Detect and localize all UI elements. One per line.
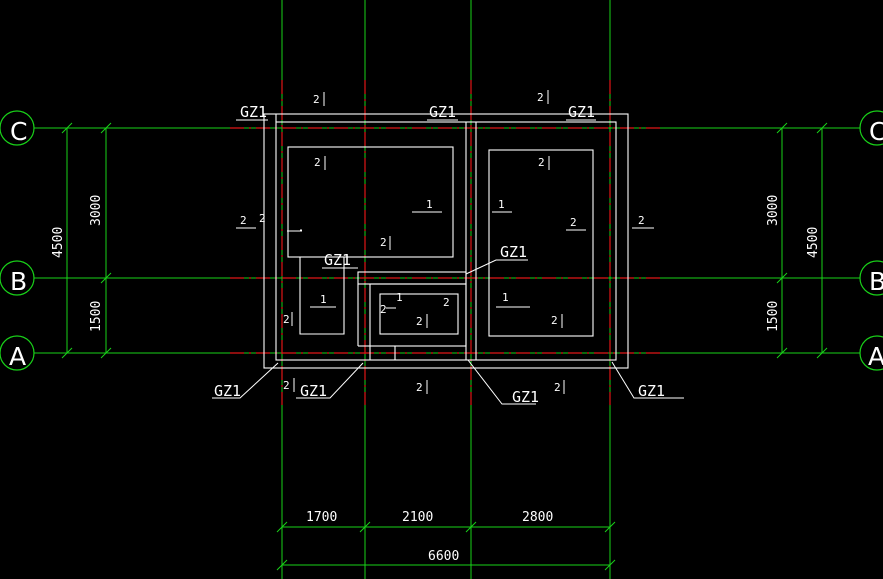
beam-mark: 2 [240, 214, 247, 227]
column-tag: GZ1 [300, 382, 327, 400]
axis-bubble-a-left: A [0, 335, 35, 371]
dimension-texts: 4500 3000 1500 3000 1500 4500 1700 2100 … [51, 195, 821, 564]
dim-bottom-3: 2800 [522, 510, 553, 525]
beam-mark: 2 [380, 236, 387, 249]
axis-bubble-c-left: C [0, 110, 35, 146]
axis-bubble-b-right: B [859, 260, 883, 296]
beam-mark: 2 [538, 156, 545, 169]
dim-right-bottom: 1500 [766, 301, 781, 332]
axis-label-c-right: C [869, 117, 883, 146]
column-tags: GZ1 GZ1 GZ1 GZ1 GZ1 GZ1 GZ1 GZ1 GZ1 [214, 103, 665, 406]
column-tag: GZ1 [240, 103, 267, 121]
beam-mark: 2 [416, 381, 423, 394]
slab-mark-bars [310, 211, 530, 308]
beam-mark: 2 [283, 313, 290, 326]
dim-right-top: 3000 [766, 195, 781, 226]
axis-label-a-right: A [868, 342, 883, 371]
beam-marks: 2 2 2 2 2 2 2 2 2 2 2 2 2 2 2 2 2 [240, 91, 645, 394]
grid-lines [34, 0, 860, 579]
slab-mark: 1 [320, 293, 327, 306]
slab-mark: 1 [502, 291, 509, 304]
beam-mark: 2 [314, 156, 321, 169]
dim-right-total: 4500 [806, 227, 821, 258]
red-axis-marks [230, 80, 660, 405]
axis-bubble-c-right: C [859, 110, 883, 146]
axis-bubbles: C B A C B A [0, 110, 883, 371]
room-centre-small [369, 283, 467, 347]
axis-label-a-left: A [9, 342, 26, 371]
column-tag: GZ1 [214, 382, 241, 400]
axis-bubble-b-left: B [0, 260, 35, 296]
leaders [212, 119, 684, 405]
column-tag: GZ1 [429, 103, 456, 121]
dim-bottom-1: 1700 [306, 510, 337, 525]
beam-mark: 2 [537, 91, 544, 104]
walls [263, 113, 629, 369]
dim-left-total: 4500 [51, 227, 66, 258]
beam-mark: 2 [443, 296, 450, 309]
room-left-upper [287, 146, 454, 258]
column-tag: GZ1 [500, 243, 527, 261]
dim-bottom-2: 2100 [402, 510, 433, 525]
axis-label-b-left: B [10, 267, 27, 296]
dim-left-bottom: 1500 [89, 301, 104, 332]
room-right [488, 149, 594, 337]
beam-mark: 2 [551, 314, 558, 327]
beam-mark: 2 [259, 212, 266, 225]
beam-mark: 2 [313, 93, 320, 106]
slab-mark: 1 [426, 198, 433, 211]
column-tag: GZ1 [568, 103, 595, 121]
outer-wall-inner [275, 121, 617, 361]
slab-mark: 1 [396, 291, 403, 304]
axis-label-b-right: B [869, 267, 883, 296]
column-tag: GZ1 [324, 251, 351, 269]
beam-mark: 2 [283, 379, 290, 392]
dim-left-top: 3000 [89, 195, 104, 226]
slab-marks: 1 1 1 1 1 [320, 198, 509, 306]
column-tag: GZ1 [638, 382, 665, 400]
slab-mark: 1 [498, 198, 505, 211]
beam-mark-bars [236, 90, 654, 394]
column-tag: GZ1 [512, 388, 539, 406]
axis-label-c-left: C [10, 117, 27, 146]
axis-bubble-a-right: A [859, 335, 883, 371]
beam-mark: 2 [416, 315, 423, 328]
dim-bottom-total: 6600 [428, 549, 459, 564]
beam-mark: 2 [380, 303, 387, 316]
outer-wall-outline [263, 113, 629, 369]
beam-mark: 2 [638, 214, 645, 227]
beam-mark: 2 [570, 216, 577, 229]
beam-mark: 2 [554, 381, 561, 394]
